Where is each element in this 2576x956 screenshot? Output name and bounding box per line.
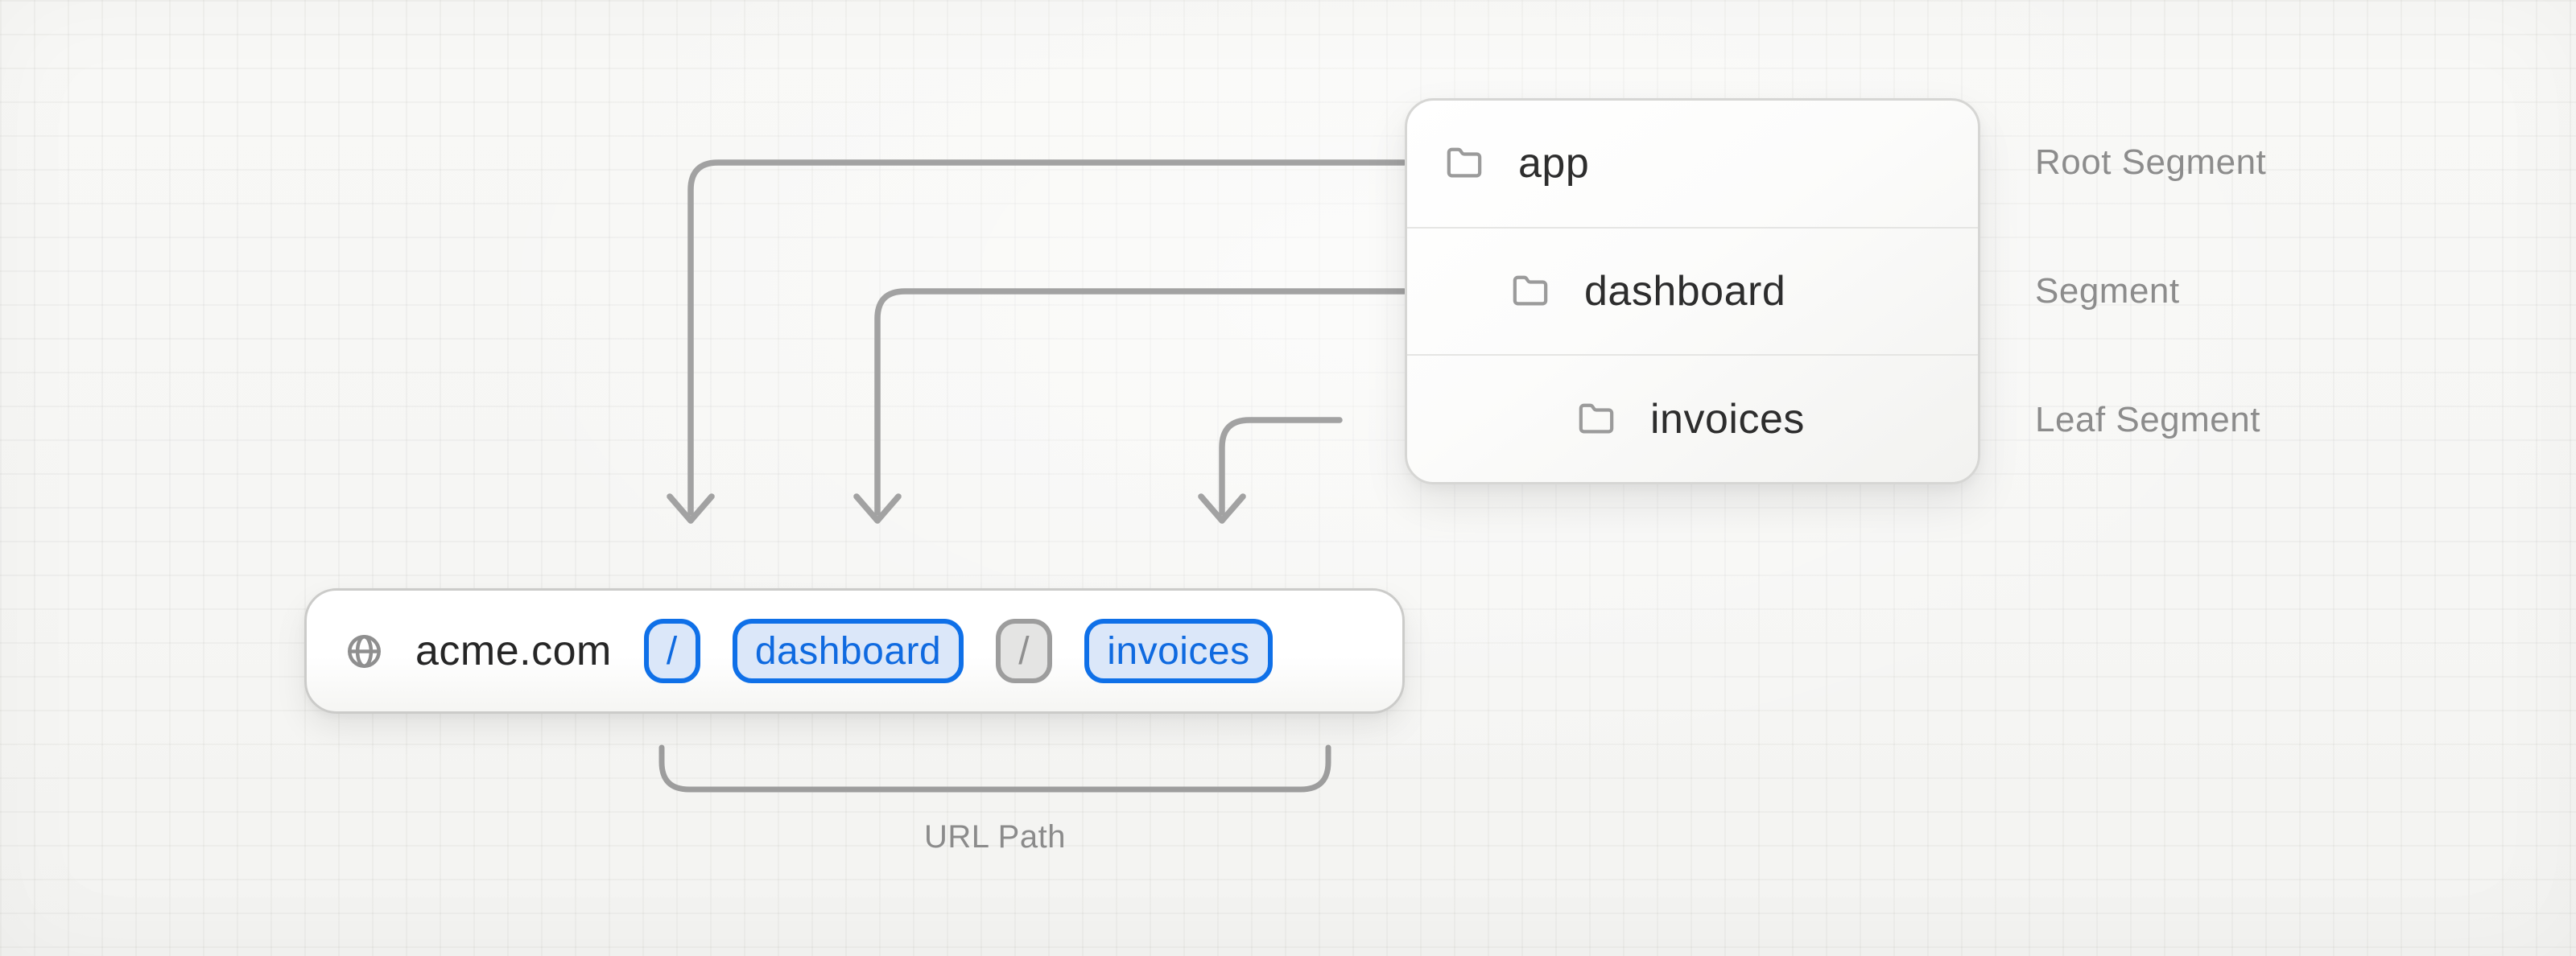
url-segment-slash-1: /	[643, 619, 700, 683]
tree-row-label: dashboard	[1584, 268, 1786, 315]
browser-url-bar: acme.com / dashboard / invoices	[304, 588, 1405, 714]
tree-row-app: app	[1407, 101, 1978, 227]
tree-row-label: invoices	[1650, 395, 1805, 443]
arrow-leaf-to-invoices	[1198, 417, 1343, 524]
url-segment-slash-2: /	[996, 619, 1053, 683]
annotation-leaf-segment: Leaf Segment	[2035, 400, 2260, 439]
tree-row-dashboard: dashboard	[1407, 226, 1978, 355]
arrow-root-to-slash	[667, 159, 1407, 524]
url-segment-dashboard: dashboard	[732, 619, 964, 683]
url-path-bracket	[658, 744, 1331, 793]
folder-icon	[1579, 403, 1614, 434]
url-domain: acme.com	[415, 628, 612, 674]
folder-icon	[1513, 275, 1548, 306]
url-segment-invoices: invoices	[1084, 619, 1273, 683]
tree-row-label: app	[1518, 140, 1590, 187]
globe-icon	[348, 634, 381, 668]
route-tree-card: app dashboard invoices	[1405, 98, 1980, 484]
arrow-segment-to-dashboard	[853, 288, 1407, 524]
folder-icon	[1447, 147, 1482, 178]
annotation-segment: Segment	[2035, 271, 2180, 311]
annotation-root-segment: Root Segment	[2035, 142, 2267, 182]
url-path-caption: URL Path	[924, 819, 1066, 855]
tree-row-invoices: invoices	[1407, 354, 1978, 482]
